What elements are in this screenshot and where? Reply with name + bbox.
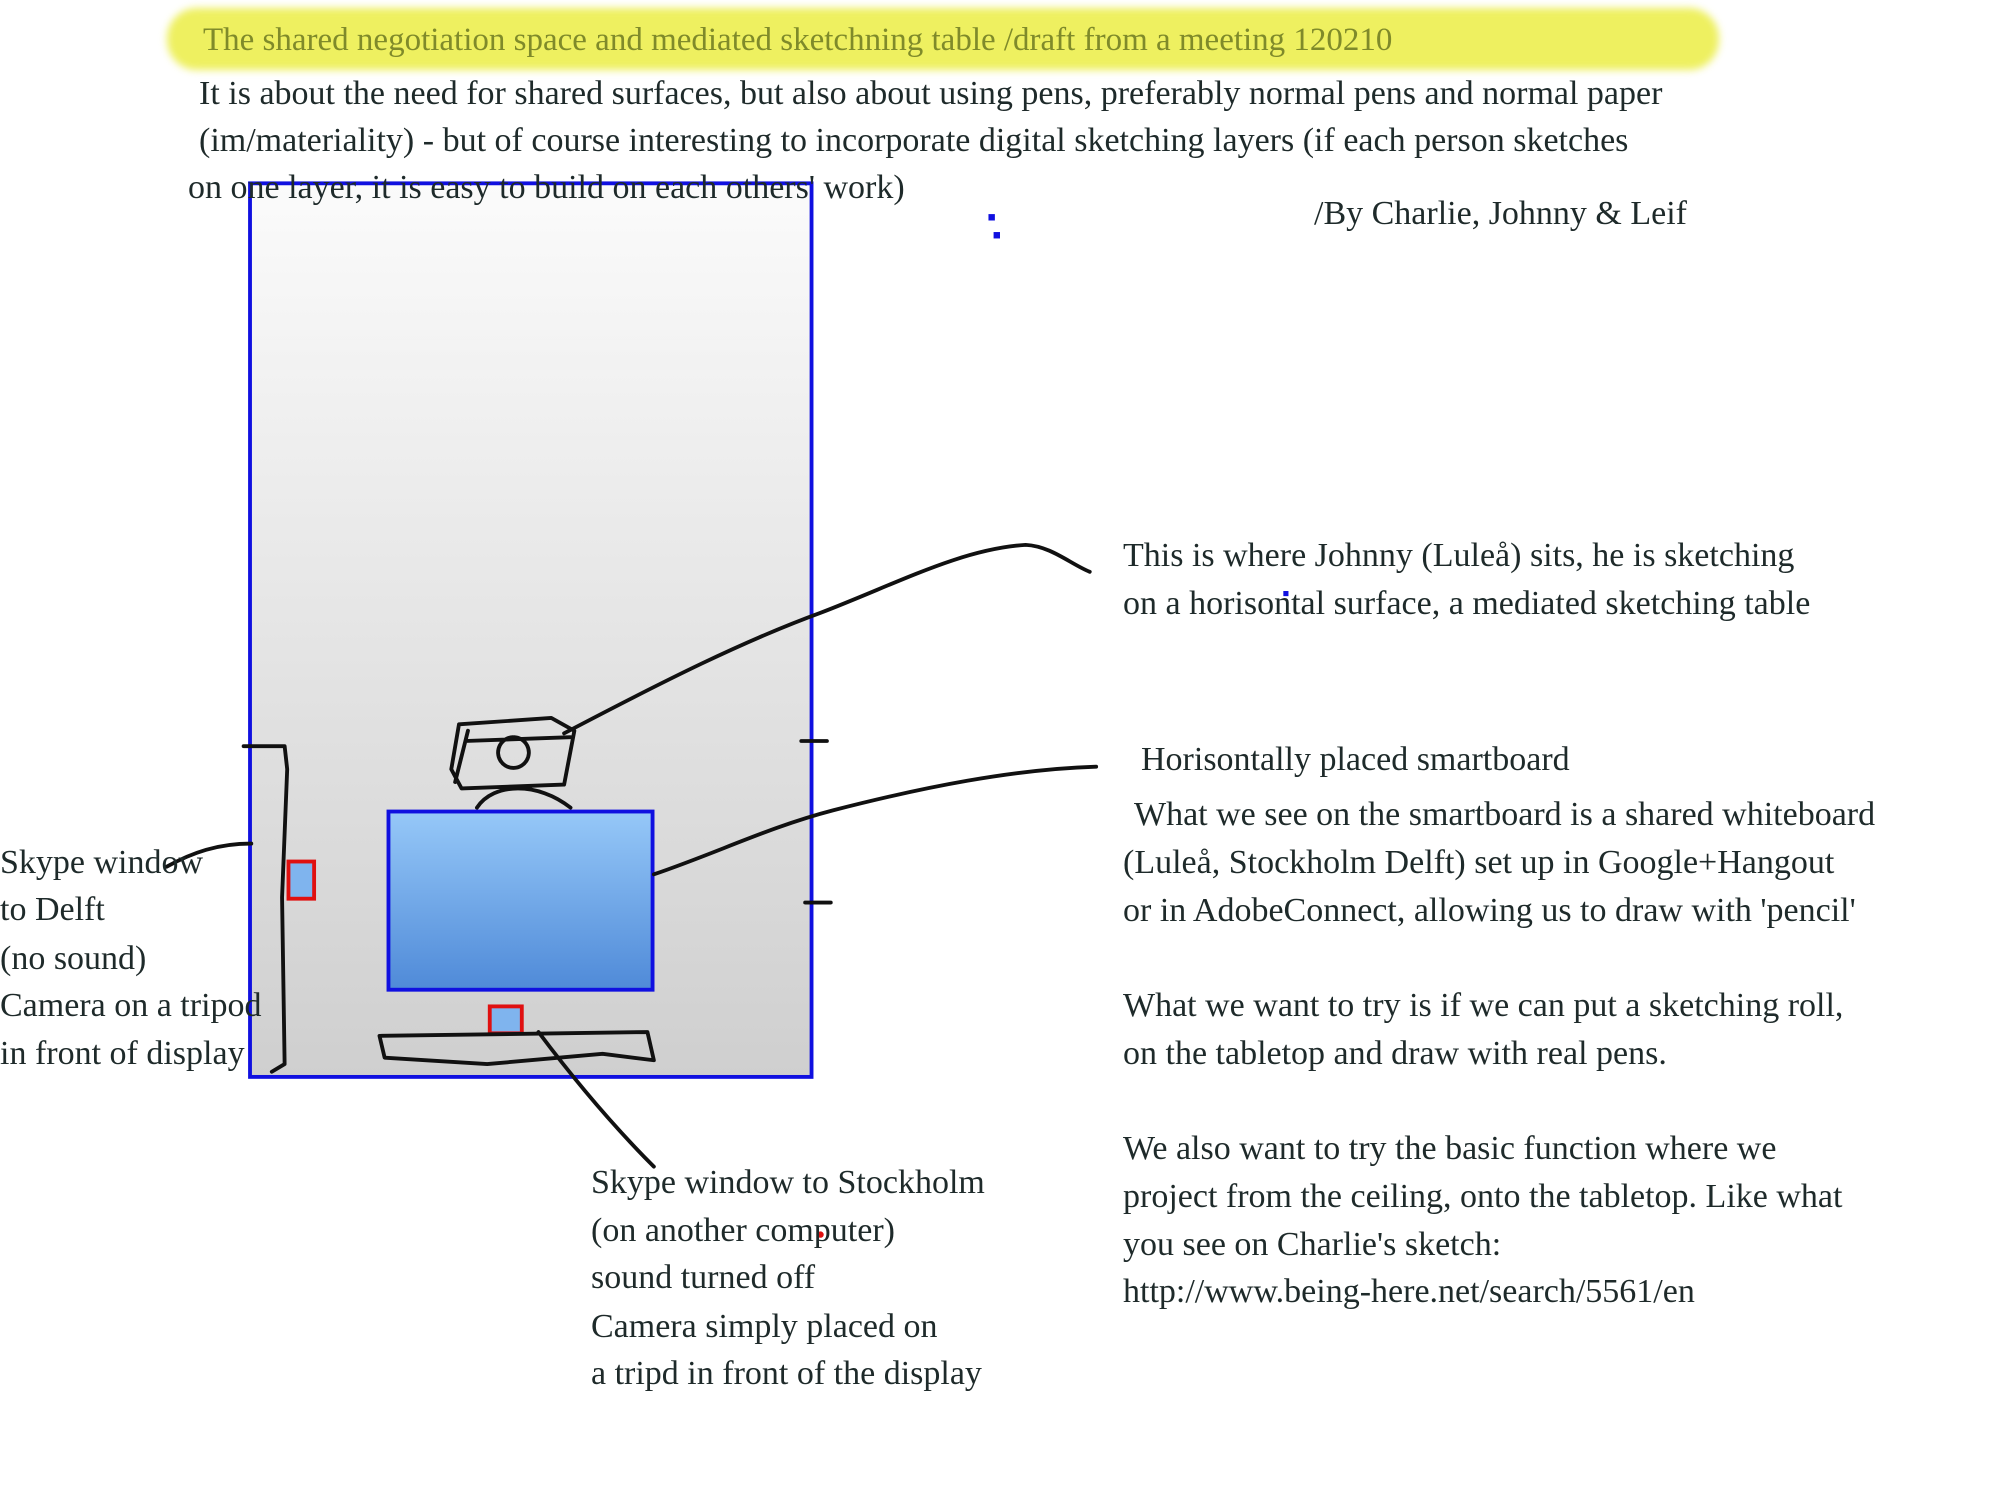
cursor-dot xyxy=(1283,591,1289,597)
title-highlight xyxy=(167,8,1719,70)
smartboard-note-line-1: What we see on the smartboard is a share… xyxy=(1134,796,1876,833)
stockholm-note-line-5: a tripd in front of the display xyxy=(591,1355,982,1392)
cursor-dot xyxy=(988,214,995,221)
projection-note-line-2: project from the ceiling, onto the table… xyxy=(1123,1178,1843,1215)
document-title: The shared negotiation space and mediate… xyxy=(203,22,1393,58)
stockholm-note-line-3: sound turned off xyxy=(591,1259,816,1296)
intro-line-3: on one layer, it is easy to build on eac… xyxy=(188,169,905,206)
smartboard xyxy=(386,809,655,992)
johnny-note-line-1: This is where Johnny (Luleå) sits, he is… xyxy=(1123,537,1795,574)
projection-note-line-3: you see on Charlie's sketch: xyxy=(1123,1226,1502,1263)
smartboard-note-line-2: (Luleå, Stockholm Delft) set up in Googl… xyxy=(1123,844,1835,881)
delft-skype-marker xyxy=(286,859,317,901)
johnny-note-line-2: on a horisontal surface, a mediated sket… xyxy=(1123,585,1811,622)
delft-note-line-1: Skype window xyxy=(0,844,204,881)
delft-bracket xyxy=(241,744,290,1074)
smartboard-pointer-line xyxy=(651,764,1099,877)
cursor-dot xyxy=(993,232,1000,239)
roll-note-line-2: on the tabletop and draw with real pens. xyxy=(1123,1035,1667,1072)
stockholm-note-line-2: (on another computer) xyxy=(591,1212,895,1249)
delft-note-line-4: Camera on a tripod xyxy=(0,987,262,1024)
delft-note-line-3: (no sound) xyxy=(0,940,147,977)
stockholm-note-line-4: Camera simply placed on xyxy=(591,1308,938,1345)
roll-note-line-1: What we want to try is if we can put a s… xyxy=(1123,987,1844,1024)
delft-note-line-5: in front of display xyxy=(0,1035,245,1072)
stockholm-skype-marker xyxy=(487,1004,524,1036)
intro-line-1: It is about the need for shared surfaces… xyxy=(199,75,1663,112)
intro-line-2: (im/materiality) - but of course interes… xyxy=(199,122,1629,159)
byline: /By Charlie, Johnny & Leif xyxy=(1314,195,1688,232)
johnny-pointer-line xyxy=(562,542,1092,736)
tabletop-tray xyxy=(377,1030,656,1067)
charlie-sketch-link[interactable]: http://www.being-here.net/search/5561/en xyxy=(1123,1273,1695,1310)
stockholm-pointer-line xyxy=(536,1030,656,1169)
johnny-figure xyxy=(449,716,577,810)
smartboard-note-line-3: or in AdobeConnect, allowing us to draw … xyxy=(1123,892,1856,929)
delft-pointer-line xyxy=(164,841,254,869)
smartboard-heading: Horisontally placed smartboard xyxy=(1141,741,1570,778)
projection-note-line-1: We also want to try the basic function w… xyxy=(1123,1130,1777,1167)
stockholm-note-line-1: Skype window to Stockholm xyxy=(591,1164,985,1201)
delft-note-line-2: to Delft xyxy=(0,891,105,928)
red-dot xyxy=(817,1231,824,1238)
